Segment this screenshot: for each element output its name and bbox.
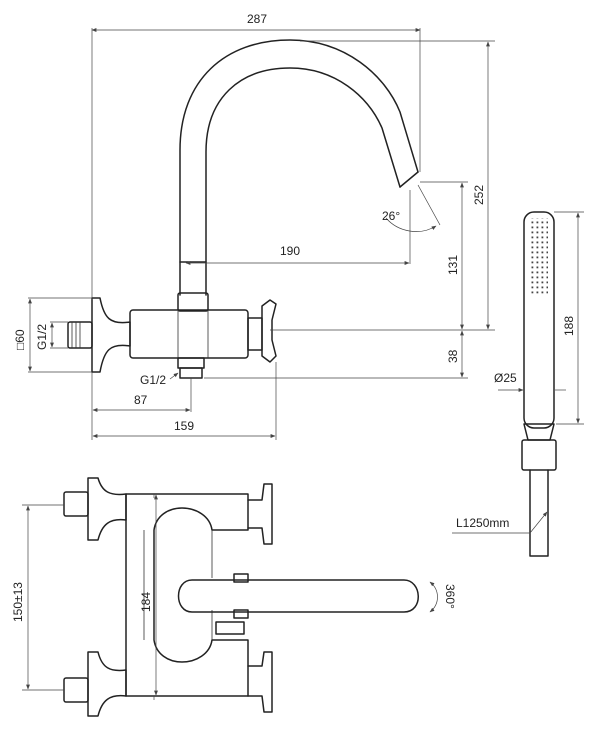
dim-inlet-to-outlet: 87 (134, 393, 148, 407)
shower-head (523, 211, 555, 429)
plan-spout-clip (215, 621, 245, 635)
dim-body-length: 184 (139, 592, 153, 612)
dim-outlet-thread: G1/2 (140, 373, 166, 387)
dim-spout-above-body: 131 (446, 255, 460, 275)
plan-spout-joint-top (233, 573, 249, 583)
plan-view: 150±13 184 360° (11, 477, 457, 717)
dim-shower-diameter: Ø25 (494, 371, 517, 385)
plan-spout-arm (177, 579, 419, 613)
left-inlet-thread (71, 322, 81, 348)
spout-outline-inner (205, 67, 401, 296)
spout-base (177, 292, 209, 312)
plan-top-cross-handle (247, 483, 273, 545)
dim-spout-reach: 190 (280, 244, 300, 258)
left-handle (91, 297, 131, 373)
dim-inlet-thread-left: G1/2 (35, 324, 49, 350)
dim-spout-angle: 26° (382, 209, 400, 223)
shower-spray-face (530, 218, 548, 296)
body-seam (177, 310, 209, 358)
front-view: 287 252 131 38 190 26° □60 G1/2 G1/2 (13, 12, 495, 440)
spout-tip (399, 171, 419, 188)
mixer-body (129, 309, 249, 359)
plan-body-frame (125, 493, 249, 697)
dim-spout-height: 252 (472, 185, 486, 205)
plan-top-handle (87, 477, 127, 541)
plan-bottom-cross-handle (247, 651, 273, 713)
dim-hose-length: L1250mm (456, 516, 509, 530)
dim-overall-width: 287 (247, 12, 267, 26)
dim-body-to-outlet: 38 (446, 349, 460, 363)
right-handle-stem (247, 317, 263, 351)
dim-inlet-centres: 150±13 (11, 582, 25, 622)
plan-top-inlet-nut (63, 491, 89, 517)
spout-outline-outer (179, 39, 419, 296)
plan-bottom-inlet-nut (63, 677, 89, 703)
dim-shower-length: 188 (562, 316, 576, 336)
dim-body-diameter: □60 (13, 329, 27, 350)
hose (529, 469, 549, 557)
hose-connector (521, 439, 557, 471)
hand-shower-view: 188 Ø25 L1250mm (452, 211, 584, 557)
plan-spout-joint-bottom (233, 609, 249, 619)
plan-bottom-handle (87, 651, 127, 717)
right-cross-handle (261, 299, 277, 363)
dim-spout-rotation: 360° (443, 584, 457, 609)
outlet-nut (179, 367, 203, 379)
outlet-connector (177, 357, 205, 369)
dim-body-width: 159 (174, 419, 194, 433)
